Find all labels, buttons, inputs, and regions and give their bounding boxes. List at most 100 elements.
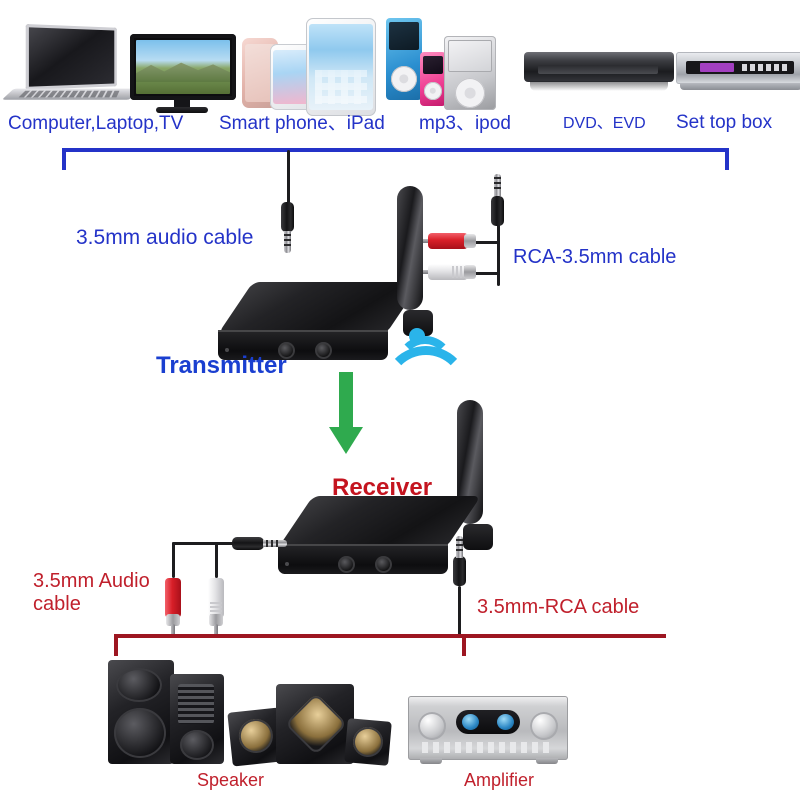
ipod-click-wheel — [455, 78, 485, 108]
source-bracket-right-stub — [725, 148, 729, 170]
transmitter-antenna — [397, 186, 423, 310]
transmitter-output-cable-label: RCA-3.5mm cable — [513, 246, 677, 268]
transmitter-input-cable-label: 3.5mm audio cable — [76, 226, 254, 249]
plug-tip — [284, 231, 291, 253]
speaker-subwoofer — [276, 684, 354, 764]
output-bracket-horizontal — [114, 634, 666, 638]
transmitter-led — [225, 348, 229, 352]
receiver-rca-white — [208, 568, 224, 640]
speaker-horn — [116, 668, 162, 702]
speaker-icon — [108, 652, 392, 767]
plug-tip — [263, 540, 287, 547]
amplifier-meter-left — [462, 714, 479, 730]
amplifier-meter-right — [497, 714, 514, 730]
plug-body — [491, 196, 504, 226]
tv-picture — [136, 40, 230, 94]
mp3-blue-screen — [389, 22, 419, 50]
down-arrow-icon — [329, 372, 363, 454]
laptop-keyboard — [18, 90, 120, 98]
rca-ring — [464, 265, 476, 279]
rca-pin — [418, 239, 432, 243]
wifi-arc-outer — [382, 346, 470, 434]
receiver-jack-2 — [375, 556, 392, 573]
stb-body — [676, 52, 800, 84]
output-bracket-left-stub — [114, 634, 118, 656]
transmitter-top-panel — [217, 282, 421, 334]
plug-tip — [494, 174, 501, 196]
transmitter-jack-2 — [315, 342, 332, 359]
trolley-driver — [180, 730, 214, 760]
stb-buttons — [742, 64, 790, 71]
rca-pin — [171, 624, 175, 638]
output-bracket-right-stub — [462, 634, 466, 656]
plug-body — [232, 537, 264, 550]
transmitter-jack-1 — [278, 342, 295, 359]
receiver-front-panel — [278, 544, 448, 574]
rca-ring — [464, 234, 476, 248]
mp3-blue — [386, 18, 422, 100]
rca-barrel — [208, 578, 224, 618]
smartphone-tablet-icon — [242, 12, 382, 116]
tablet-app-grid — [315, 69, 367, 104]
amplifier-face — [408, 696, 568, 760]
receiver-jack-1 — [338, 556, 355, 573]
satellite-driver — [237, 717, 275, 755]
stb-foot — [680, 84, 800, 90]
trolley-grille — [178, 684, 214, 724]
mp3-pink-wheel — [424, 82, 442, 100]
rca-cable-branch-red — [468, 241, 500, 244]
mp3-pink-screen — [423, 56, 443, 75]
receiver-rca-red — [165, 568, 181, 640]
amplifier-knob-left — [418, 712, 446, 740]
plug-body — [281, 202, 294, 232]
laptop-screen — [25, 24, 117, 90]
transmitter-front-panel — [218, 330, 388, 360]
plug-body — [453, 556, 466, 586]
transmitter-input-cable-wire — [287, 150, 290, 206]
satellite-driver — [351, 725, 385, 759]
speaker-satellite-right — [344, 718, 392, 766]
tv-icon — [130, 34, 240, 114]
rca-ring — [166, 614, 180, 626]
mp3-blue-wheel — [391, 66, 417, 92]
speaker-trolley — [166, 652, 226, 764]
source-bracket-left-stub — [62, 148, 66, 170]
source-label-set-top-box: Set top box — [676, 112, 773, 133]
rca-connector-red — [418, 233, 478, 249]
output-label-amplifier: Amplifier — [464, 770, 535, 790]
rca-pin — [418, 270, 432, 274]
ipod-screen — [448, 40, 492, 72]
trolley-body — [170, 674, 224, 764]
rca-connector-white — [418, 264, 478, 280]
receiver-left-cable-lead — [172, 542, 234, 545]
receiver-device — [277, 496, 523, 576]
tv-stand — [174, 98, 190, 108]
arrow-shaft — [339, 372, 353, 430]
stb-display — [700, 63, 734, 72]
dvd-tray — [538, 65, 658, 74]
amplifier-button-row — [422, 742, 554, 753]
receiver-led — [285, 562, 289, 566]
stb-panel — [686, 61, 794, 74]
laptop-tv-icon — [1, 24, 134, 106]
ipod-classic — [444, 36, 496, 110]
receiver-left-cable-branch-white — [215, 542, 218, 578]
rca-barrel — [428, 233, 468, 249]
source-label-mp3: mp3、ipod — [419, 113, 511, 134]
source-bracket-horizontal — [62, 148, 729, 152]
mp3-player-icon — [386, 14, 506, 110]
dvd-player-icon — [524, 52, 676, 96]
transmitter-device — [217, 282, 463, 362]
source-label-smartphone: Smart phone、iPad — [219, 113, 385, 134]
tv-foot — [156, 107, 208, 113]
receiver-left-cable-branch-red — [172, 542, 175, 578]
amplifier-display — [456, 710, 520, 734]
tablet-ipad — [306, 18, 376, 116]
rca-ring — [209, 614, 223, 626]
output-label-speaker: Speaker — [197, 770, 265, 790]
plug-tip — [456, 536, 463, 558]
amplifier-knob-right — [530, 712, 558, 740]
receiver-right-cable-label: 3.5mm-RCA cable — [477, 596, 640, 618]
speaker-pa-tall — [108, 660, 174, 764]
